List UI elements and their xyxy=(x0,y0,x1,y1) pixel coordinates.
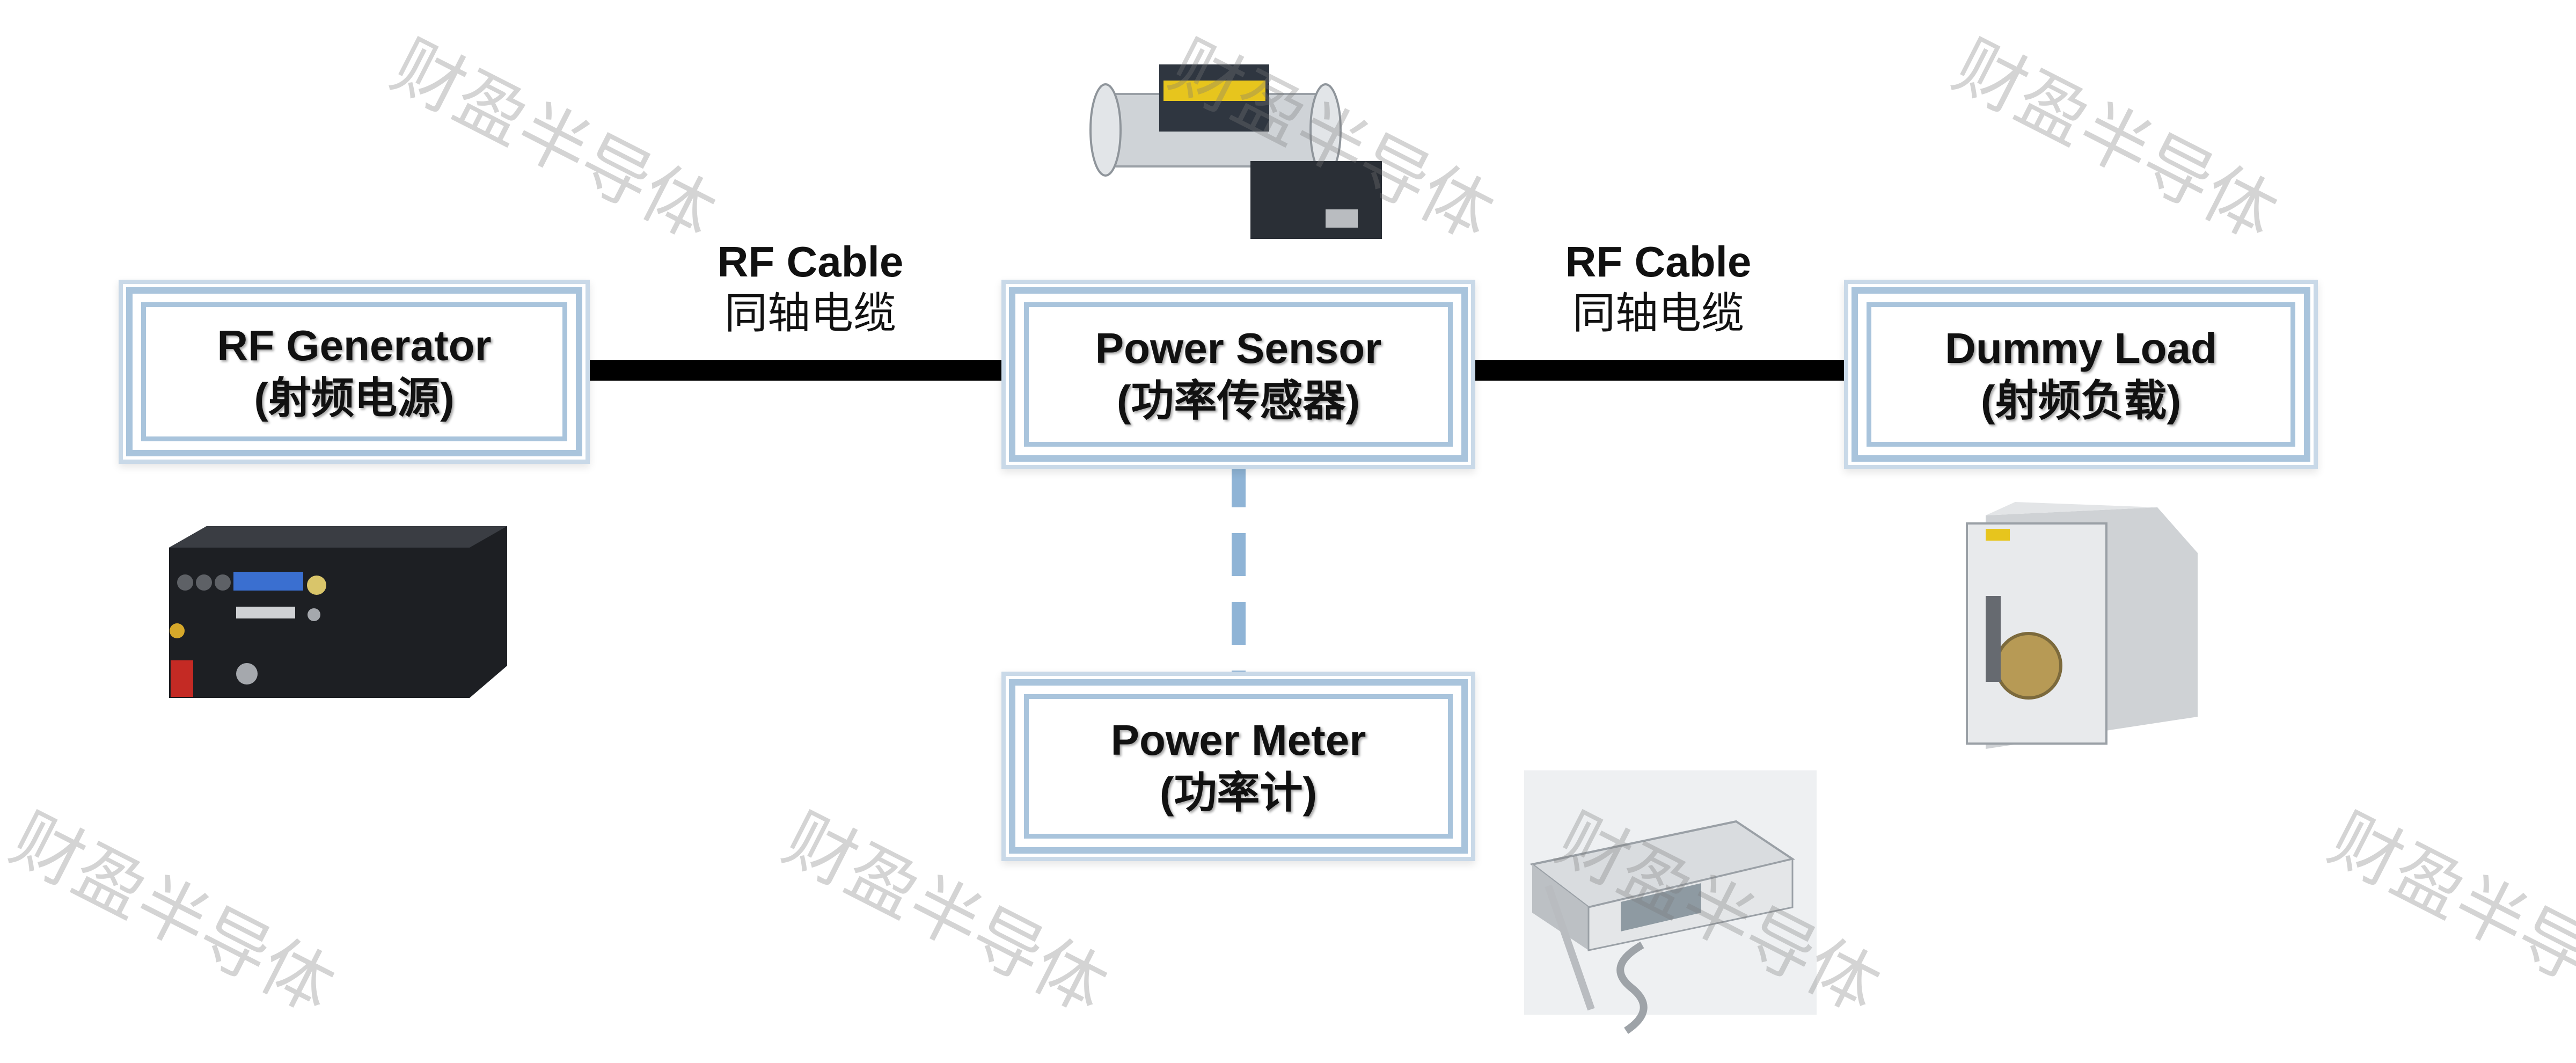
node-rf-generator-title: RF Generator xyxy=(217,321,492,369)
cable-label-right-zh: 同轴电缆 xyxy=(1572,289,1744,337)
node-power-sensor-title: Power Sensor xyxy=(1095,324,1382,372)
node-rf-generator-subtitle: (射频电源) xyxy=(254,374,455,422)
cable-label-right-en: RF Cable xyxy=(1565,238,1752,286)
node-power-meter: Power Meter (功率计) xyxy=(1009,679,1468,854)
cable-label-left-zh: 同轴电缆 xyxy=(724,289,896,337)
power-sensor-icon xyxy=(1089,64,1382,239)
node-power-meter-title: Power Meter xyxy=(1110,716,1366,764)
node-dummy-load: Dummy Load (射频负载) xyxy=(1851,287,2310,462)
power-meter-icon xyxy=(1524,770,1817,1034)
node-rf-generator: RF Generator (射频电源) xyxy=(126,287,582,456)
node-dummy-load-subtitle: (射频负载) xyxy=(1980,376,2182,425)
dummy-load-icon xyxy=(1966,502,2198,749)
node-power-sensor: Power Sensor (功率传感器) xyxy=(1009,287,1468,462)
cable-label-left-en: RF Cable xyxy=(717,238,904,286)
node-dummy-load-title: Dummy Load xyxy=(1945,324,2217,372)
rf-generator-icon xyxy=(169,526,507,698)
cable-label-left: RF Cable 同轴电缆 xyxy=(703,236,918,339)
cable-label-right: RF Cable 同轴电缆 xyxy=(1551,236,1766,339)
node-power-sensor-subtitle: (功率传感器) xyxy=(1116,376,1360,425)
node-power-meter-subtitle: (功率计) xyxy=(1159,768,1318,817)
